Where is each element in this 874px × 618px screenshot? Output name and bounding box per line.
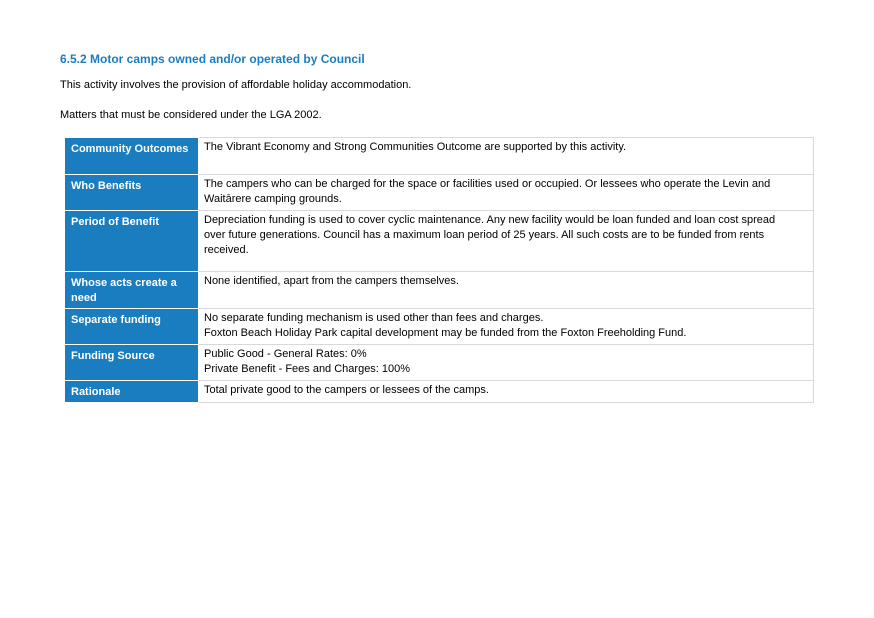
matters-paragraph: Matters that must be considered under th…	[60, 109, 322, 121]
table-row: Rationale Total private good to the camp…	[64, 380, 814, 403]
table-row: Who Benefits The campers who can be char…	[64, 174, 814, 211]
table-row: Funding Source Public Good - General Rat…	[64, 344, 814, 381]
table-row: Community Outcomes The Vibrant Economy a…	[64, 137, 814, 175]
table-row: Separate funding No separate funding mec…	[64, 308, 814, 345]
row-value: No separate funding mechanism is used ot…	[198, 308, 814, 345]
table-row: Whose acts create a need None identified…	[64, 271, 814, 309]
row-value: The campers who can be charged for the s…	[198, 174, 814, 211]
row-value-line: Private Benefit - Fees and Charges: 100%	[204, 363, 411, 375]
row-value: None identified, apart from the campers …	[198, 271, 814, 309]
row-value-line: The campers who can be charged for the s…	[204, 178, 771, 190]
row-label: Rationale	[64, 380, 199, 403]
row-label: Who Benefits	[64, 174, 199, 211]
row-value-line: Depreciation funding is used to cover cy…	[204, 214, 776, 226]
row-value: Total private good to the campers or les…	[198, 380, 814, 403]
row-value-line: received.	[204, 244, 249, 256]
row-label: Period of Benefit	[64, 210, 199, 272]
row-value-line: Public Good - General Rates: 0%	[204, 348, 367, 360]
row-value-line: No separate funding mechanism is used ot…	[204, 312, 544, 324]
row-value-line: The Vibrant Economy and Strong Communiti…	[204, 141, 627, 153]
intro-paragraph: This activity involves the provision of …	[60, 79, 412, 91]
row-value-line: None identified, apart from the campers …	[204, 275, 459, 287]
funding-considerations-table: Community Outcomes The Vibrant Economy a…	[64, 137, 814, 403]
row-label: Community Outcomes	[64, 137, 199, 175]
row-value-line: Total private good to the campers or les…	[204, 384, 489, 396]
row-value: The Vibrant Economy and Strong Communiti…	[198, 137, 814, 175]
row-label: Funding Source	[64, 344, 199, 381]
section-heading: 6.5.2 Motor camps owned and/or operated …	[60, 52, 365, 66]
row-value: Public Good - General Rates: 0% Private …	[198, 344, 814, 381]
row-label: Whose acts create a need	[64, 271, 199, 309]
row-value-line: Foxton Beach Holiday Park capital develo…	[204, 327, 687, 339]
table-row: Period of Benefit Depreciation funding i…	[64, 210, 814, 272]
row-value: Depreciation funding is used to cover cy…	[198, 210, 814, 272]
row-label: Separate funding	[64, 308, 199, 345]
row-value-line: Waitārere camping grounds.	[204, 193, 342, 205]
row-value-line: over future generations. Council has a m…	[204, 229, 765, 241]
